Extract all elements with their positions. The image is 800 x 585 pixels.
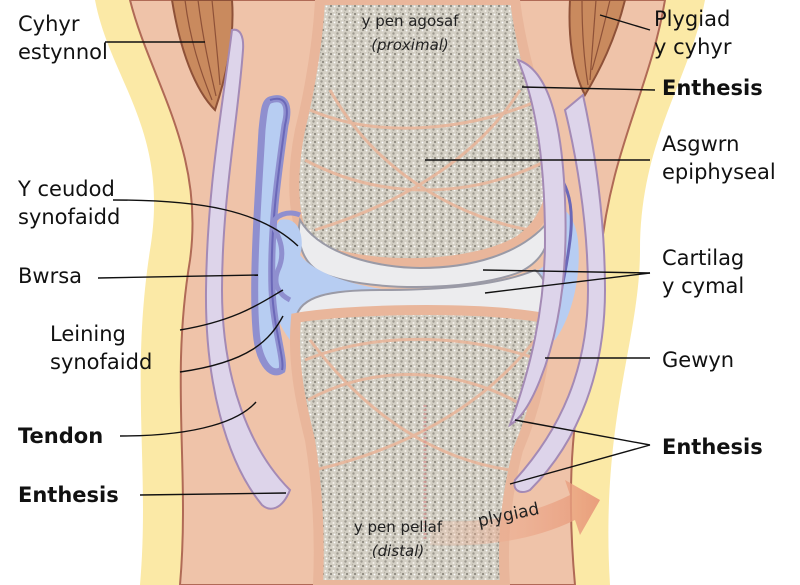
label-distal-english: (distal) bbox=[328, 542, 468, 560]
label-epiphyseal-line1: Asgwrn bbox=[662, 132, 740, 156]
label-distal-welsh: y pen pellaf bbox=[353, 518, 443, 536]
leader-lines bbox=[97, 14, 656, 496]
label-extensor-muscle-line1: Cyhyr bbox=[18, 12, 80, 36]
label-tendon: Tendon bbox=[18, 424, 104, 448]
label-joint-cartilage: Cartilag y cymal bbox=[662, 244, 744, 300]
ligament bbox=[508, 58, 567, 428]
label-enthesis-right: Enthesis bbox=[662, 435, 763, 459]
label-enthesis-top-right: Enthesis bbox=[662, 76, 763, 100]
label-extensor-muscle: Cyhyr estynnol bbox=[18, 10, 108, 66]
label-muscle-fold: Plygiad y cyhyr bbox=[654, 5, 731, 61]
label-synovial-lining-line2: synofaidd bbox=[50, 350, 153, 374]
label-cartilage-line2: y cymal bbox=[662, 274, 745, 298]
label-bursa: Bwrsa bbox=[18, 264, 83, 288]
label-muscle-fold-line2: y cyhyr bbox=[654, 35, 732, 59]
label-distal: y pen pellaf (distal) bbox=[328, 518, 468, 560]
label-synovial-cavity: Y ceudod synofaidd bbox=[18, 175, 120, 231]
label-epiphyseal-line2: epiphyseal bbox=[662, 160, 776, 184]
label-synovial-cavity-line1: Y ceudod bbox=[18, 177, 115, 201]
flexor-muscle bbox=[568, 0, 627, 98]
label-proximal-italic: (proximal) bbox=[371, 36, 449, 54]
label-distal-italic: (distal) bbox=[371, 542, 425, 560]
label-extensor-muscle-line2: estynnol bbox=[18, 40, 108, 64]
label-proximal-english: (proximal) bbox=[340, 36, 480, 54]
label-ligament: Gewyn bbox=[662, 348, 735, 372]
flexor-tendon bbox=[513, 93, 607, 493]
label-synovial-lining: Leining synofaidd bbox=[50, 320, 152, 376]
label-synovial-cavity-line2: synofaidd bbox=[18, 205, 121, 229]
label-cartilage-line1: Cartilag bbox=[662, 246, 745, 270]
label-proximal: y pen agosaf (proximal) bbox=[340, 12, 480, 54]
synovial-lining-left bbox=[269, 210, 301, 303]
label-synovial-lining-line1: Leining bbox=[50, 322, 126, 346]
label-proximal-welsh: y pen agosaf bbox=[361, 12, 459, 30]
extensor-tendon bbox=[204, 28, 292, 510]
flexion-arrow bbox=[430, 480, 600, 546]
label-epiphyseal-bone: Asgwrn epiphyseal bbox=[662, 130, 776, 186]
label-muscle-fold-line1: Plygiad bbox=[654, 7, 731, 31]
label-enthesis-bottom-left: Enthesis bbox=[18, 483, 119, 507]
distal-bone bbox=[289, 305, 551, 585]
